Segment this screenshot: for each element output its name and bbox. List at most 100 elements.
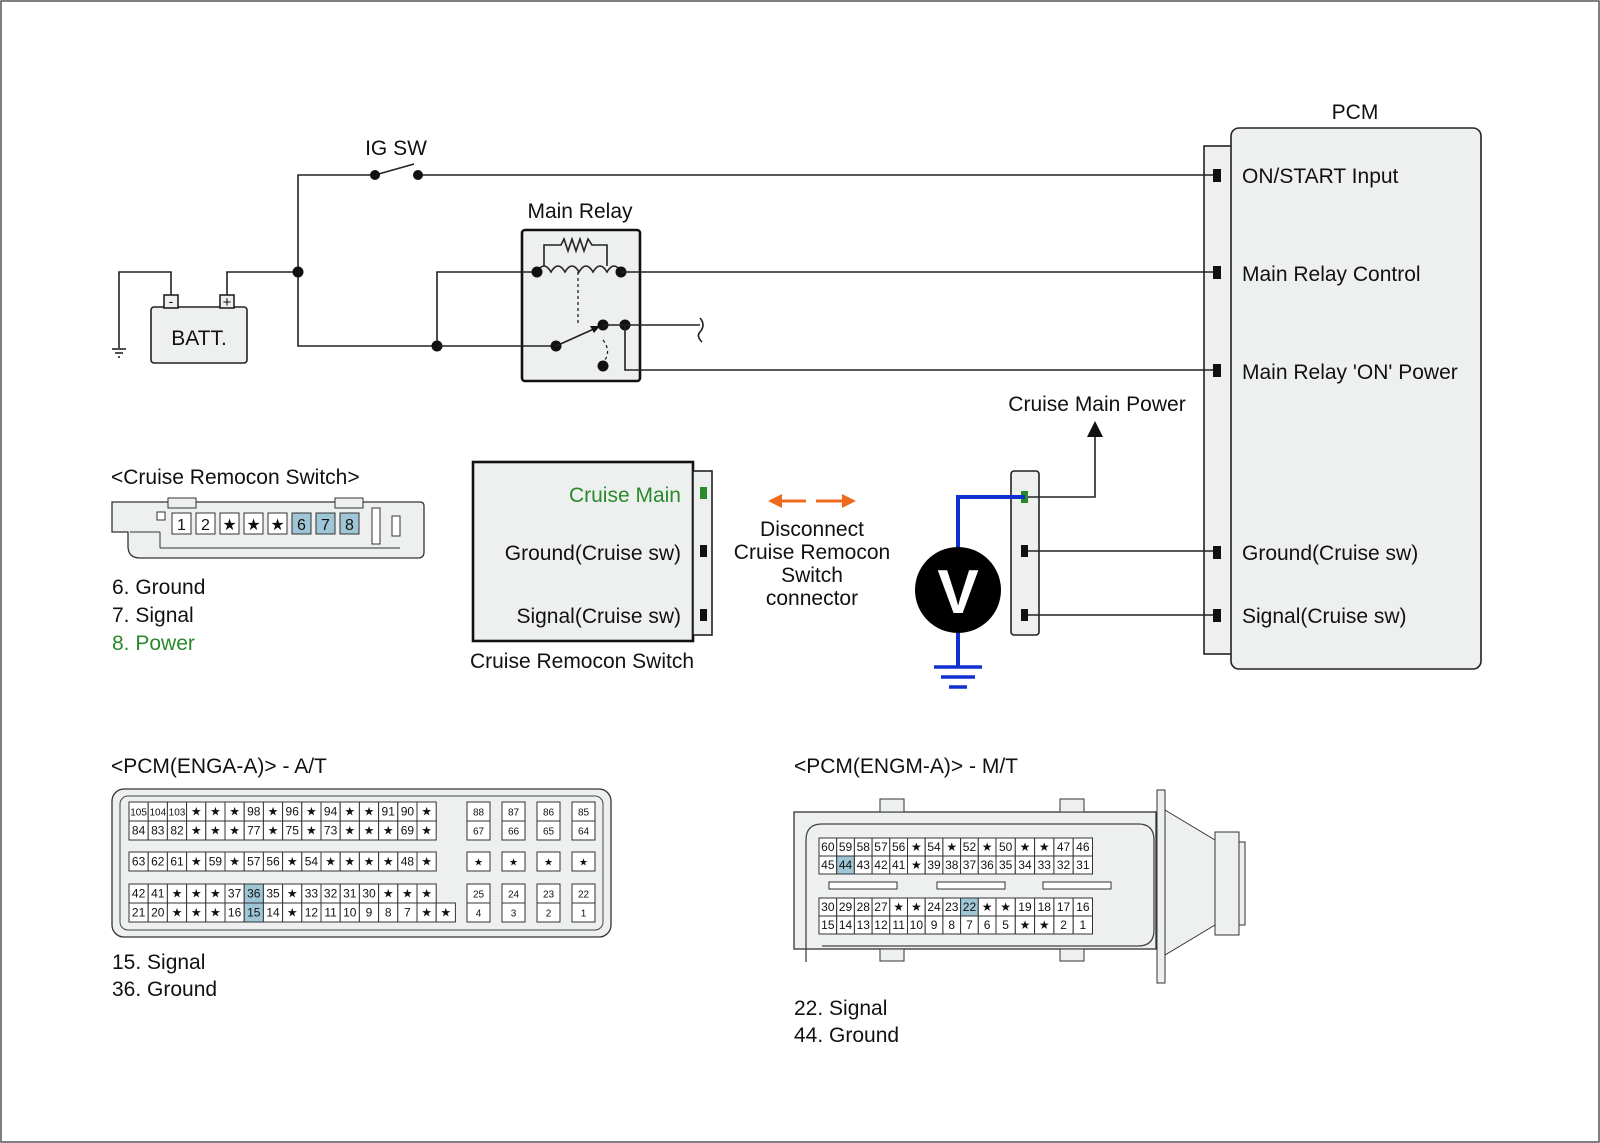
pin-label: 29 [839,900,853,914]
pin-label: 54 [305,855,319,869]
pin-label: 23 [945,900,959,914]
pin-label: 24 [508,890,520,901]
pin-label: 16 [228,906,242,920]
pin-label: ★ [364,824,375,838]
pin-label: 3 [511,909,517,920]
pin-label: ★ [210,824,221,838]
pin-label: ★ [268,805,279,819]
pin-label: 6 [297,517,306,534]
pin-label: ★ [911,900,922,914]
pin-label: 63 [132,855,146,869]
pin-label: 35 [266,887,280,901]
pin-label: 30 [362,887,376,901]
batt-minus-label: - [169,293,174,309]
pin-label: 8 [948,918,955,932]
pin-label: 33 [305,887,319,901]
pin-label: 65 [543,827,555,838]
pin-label: 75 [286,824,300,838]
pin-label: ★ [982,840,993,854]
engm-note-ground: 44. Ground [794,1024,899,1047]
pin-label: 8 [385,906,392,920]
pin-label: 41 [892,858,906,872]
pin-label: ★ [364,805,375,819]
sw-signal-label: Signal(Cruise sw) [516,605,681,628]
pin-label: 23 [543,890,555,901]
pin-cell [219,512,240,535]
pin-label: 33 [1038,858,1052,872]
pin-label: ★ [421,887,432,901]
cruise-note-ground: 6. Ground [112,576,205,599]
pin-label: 39 [927,858,941,872]
main-relay-label: Main Relay [527,200,633,223]
pin-label: 22 [578,890,590,901]
pin-label: 59 [839,840,853,854]
pin-label: 32 [1057,858,1071,872]
pin-label: 13 [857,918,871,932]
pin-label: 58 [857,840,871,854]
pin-label: 16 [1076,900,1090,914]
pin-label: ★ [1000,900,1011,914]
pin-label: ★ [474,858,483,869]
pin-label: 46 [1076,840,1090,854]
cruise-note-power: 8. Power [112,632,195,655]
pin-label: 43 [857,858,871,872]
pin-label: 11 [892,918,905,932]
pin-label: 15 [821,918,835,932]
pin-cell [171,512,192,535]
voltmeter-symbol: V [937,558,978,627]
pin-label: ★ [306,824,317,838]
pin-label: ★ [383,887,394,901]
pin-label: ★ [229,805,240,819]
pin-label: 21 [132,906,146,920]
enga-note-signal: 15. Signal [112,951,205,974]
pin-label: 36 [247,887,261,901]
pin-label: 66 [508,827,520,838]
pin-label: 6 [984,918,991,932]
pin-label: ★ [191,887,202,901]
pin-label: 7 [321,517,330,534]
pin-label: ★ [287,906,298,920]
pin-label: 37 [963,858,977,872]
pin-label: ★ [306,805,317,819]
pin-label: 96 [286,805,300,819]
pin-label: ★ [229,855,240,869]
sw-ground-label: Ground(Cruise sw) [505,542,681,565]
pin-label: ★ [191,855,202,869]
pin-label: 54 [927,840,941,854]
pcm-pin-on-start-input: ON/START Input [1242,165,1399,188]
pin-label: 14 [839,918,853,932]
pin-label: 86 [543,808,555,819]
pin-label: 30 [821,900,835,914]
pin-cell [416,820,437,841]
pcm-module: PCM ON/START Input Main Relay Control Ma… [1203,101,1482,670]
pin-label: 32 [324,887,338,901]
pin-label: 15 [247,906,261,920]
pin-label: 2 [546,909,552,920]
pin-label: ★ [246,517,260,534]
pin-label: 2 [201,517,210,534]
pin-label: 31 [343,887,357,901]
pin-label: 77 [247,824,261,838]
pin-label: ★ [579,858,588,869]
pin-label: 73 [324,824,338,838]
pin-label: 9 [931,918,938,932]
pcm-label: PCM [1332,101,1379,124]
pin-cell [536,851,561,872]
pin-label: ★ [270,517,284,534]
pin-cell [1072,855,1093,875]
engm-title: <PCM(ENGM-A)> - M/T [794,755,1018,778]
pin-label: 38 [945,858,959,872]
cruise-switch-unit: Cruise Main Ground(Cruise sw) Signal(Cru… [470,460,713,673]
battery-label: BATT. [171,327,227,350]
pin-label: ★ [222,517,236,534]
pin-label: 17 [1057,900,1071,914]
enga-title: <PCM(ENGA-A)> - A/T [111,755,327,778]
pin-label: ★ [325,855,336,869]
pin-label: ★ [402,887,413,901]
pin-label: ★ [344,855,355,869]
pin-label: ★ [229,824,240,838]
pin-label: 7 [404,906,411,920]
pin-label: ★ [191,824,202,838]
